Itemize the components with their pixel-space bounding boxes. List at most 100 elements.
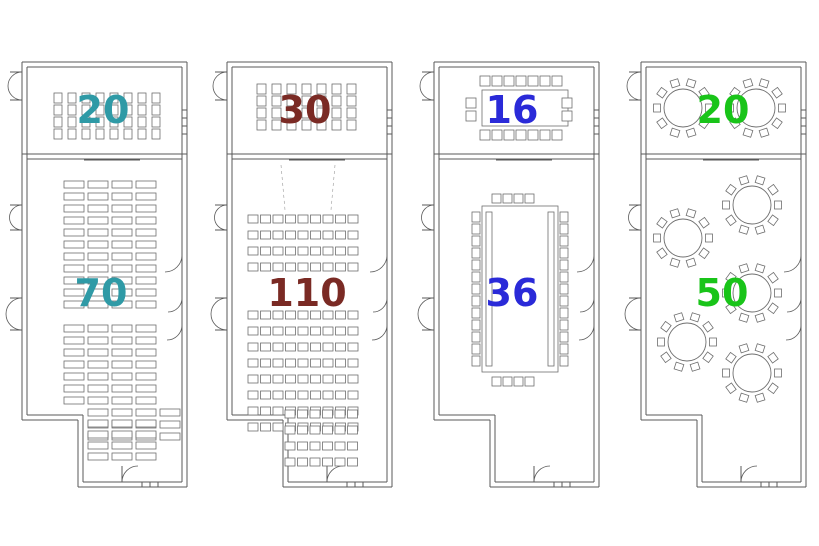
desk (87, 384, 109, 393)
chair (767, 351, 779, 364)
chair (559, 271, 569, 283)
chair (729, 117, 741, 130)
door-swing (7, 71, 23, 87)
plan-drawing-boardroom (417, 61, 600, 488)
door-swing (576, 254, 595, 273)
chair (767, 214, 779, 227)
door-swing (626, 85, 642, 101)
chair (722, 288, 730, 298)
desk (135, 452, 157, 461)
chair (297, 457, 308, 467)
chair (503, 129, 515, 141)
desk (111, 288, 133, 297)
door-swing (740, 465, 758, 483)
chair (322, 441, 333, 451)
chair (301, 107, 312, 119)
desk (67, 104, 77, 116)
desk (63, 288, 85, 297)
main-room-capacity: 50 (695, 271, 749, 315)
chair (322, 390, 334, 400)
chair (491, 376, 502, 387)
chair (660, 351, 672, 364)
chair (669, 78, 681, 89)
chair (729, 86, 741, 99)
desk (63, 264, 85, 273)
chair (310, 390, 321, 400)
desk (87, 336, 109, 345)
chair (297, 390, 309, 400)
chair (524, 376, 535, 387)
chair (260, 422, 271, 432)
desk (135, 336, 157, 345)
chair (272, 374, 284, 384)
chair (347, 374, 359, 384)
desk (87, 300, 109, 309)
chair (322, 326, 334, 336)
chair (347, 441, 358, 451)
door-swing (164, 254, 183, 273)
desk (53, 104, 63, 116)
chair (301, 95, 312, 107)
desk (135, 384, 157, 393)
chair (346, 83, 357, 95)
desk (111, 252, 133, 261)
desk (111, 396, 133, 405)
door-swing (369, 254, 388, 273)
desk (151, 104, 161, 116)
chair (297, 374, 309, 384)
chair (471, 247, 481, 259)
chair (471, 223, 481, 235)
chair (322, 425, 333, 435)
chair (310, 326, 321, 336)
chair (334, 457, 346, 467)
door-swing (212, 85, 228, 101)
chair (247, 342, 259, 352)
chair (286, 83, 297, 95)
chair (515, 129, 527, 141)
desk (87, 276, 109, 285)
chair (335, 230, 346, 240)
desk (95, 116, 105, 128)
chair (272, 230, 284, 240)
chair (465, 110, 477, 122)
chair (309, 441, 321, 451)
chair (491, 75, 503, 87)
round-table (732, 185, 772, 225)
desk (111, 348, 133, 357)
chair (260, 406, 271, 416)
chair (271, 119, 282, 131)
door-swing (785, 324, 802, 341)
chair (559, 259, 569, 271)
chair (247, 358, 259, 368)
plan-boardroom: 16 36 (412, 0, 612, 546)
chair (551, 129, 563, 141)
desk (87, 264, 109, 273)
desk (81, 116, 91, 128)
desk (63, 384, 85, 393)
desk (135, 408, 157, 417)
chair (285, 374, 296, 384)
desk (63, 396, 85, 405)
door-swing (578, 324, 595, 341)
chair (272, 358, 284, 368)
chair (260, 246, 271, 256)
desk (63, 192, 85, 201)
chair (247, 406, 259, 416)
desk (67, 92, 77, 104)
chair (247, 262, 259, 272)
door-swing (210, 297, 228, 315)
round-table (732, 273, 772, 313)
chair (247, 422, 259, 432)
main-room-capacity: 110 (267, 271, 347, 315)
door-swing (214, 217, 228, 231)
chair (247, 390, 259, 400)
stage-line (280, 164, 286, 211)
door-swing (166, 324, 183, 341)
chair (742, 127, 754, 138)
chair (669, 257, 681, 268)
chair (297, 441, 308, 451)
chair (471, 295, 481, 307)
chair (301, 83, 312, 95)
chair (322, 342, 334, 352)
chair (771, 86, 783, 99)
